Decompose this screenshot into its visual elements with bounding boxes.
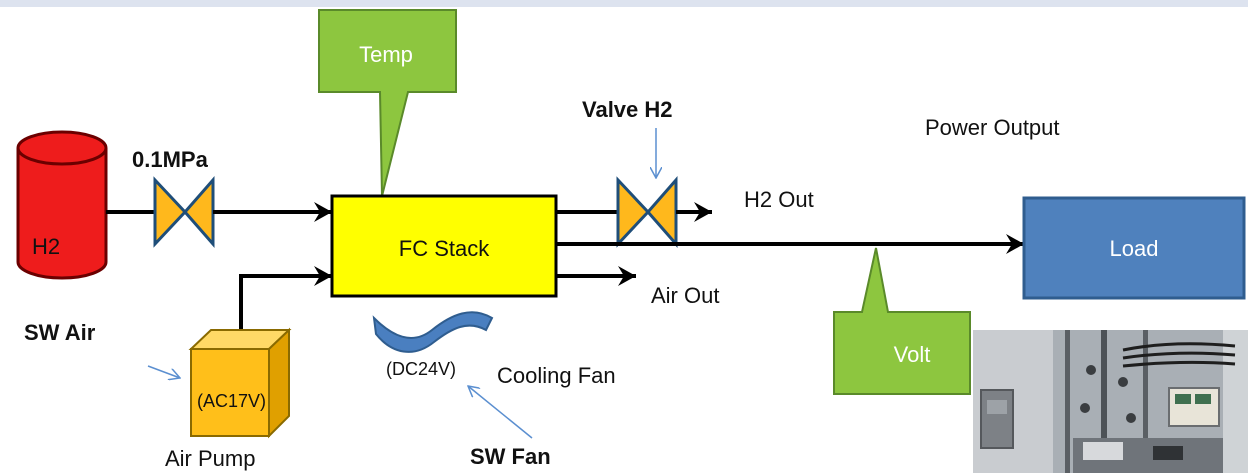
cooling-fan-label: Cooling Fan	[497, 363, 616, 388]
h2-out-label: H2 Out	[744, 187, 814, 212]
air-to-stack-arrow	[239, 266, 332, 330]
cooling-fan-icon	[372, 311, 494, 353]
volt-callout	[833, 247, 971, 395]
temp-callout-label: Temp	[359, 42, 413, 67]
volt-callout-label: Volt	[894, 342, 931, 367]
sw-fan-pointer	[468, 386, 533, 439]
load-box	[1022, 196, 1246, 300]
pressure-label: 0.1MPa	[132, 147, 209, 172]
fc-stack	[330, 194, 558, 298]
h2-tank	[16, 130, 108, 280]
top-bar	[0, 0, 1248, 7]
lab-photo-art	[973, 330, 1248, 473]
h2-tank-label: H2	[32, 234, 60, 259]
sw-air-pointer	[147, 365, 180, 378]
air-out-label: Air Out	[651, 283, 719, 308]
fc-stack-label: FC Stack	[399, 236, 490, 261]
pressure-valve	[153, 176, 215, 248]
valve-h2-label: Valve H2	[582, 97, 673, 122]
valve-h2	[616, 176, 678, 248]
air-pump-cube	[188, 327, 292, 439]
temp-callout	[318, 9, 457, 197]
load-label: Load	[1110, 236, 1159, 261]
fan-voltage-label: (DC24V)	[386, 359, 456, 379]
lab-equipment-photo	[973, 330, 1248, 473]
power-output-label: Power Output	[925, 115, 1060, 140]
air-pump-voltage-label: (AC17V)	[197, 391, 266, 411]
air-pump-label: Air Pump	[165, 446, 255, 471]
sw-fan-label: SW Fan	[470, 444, 551, 469]
sw-air-label: SW Air	[24, 320, 96, 345]
